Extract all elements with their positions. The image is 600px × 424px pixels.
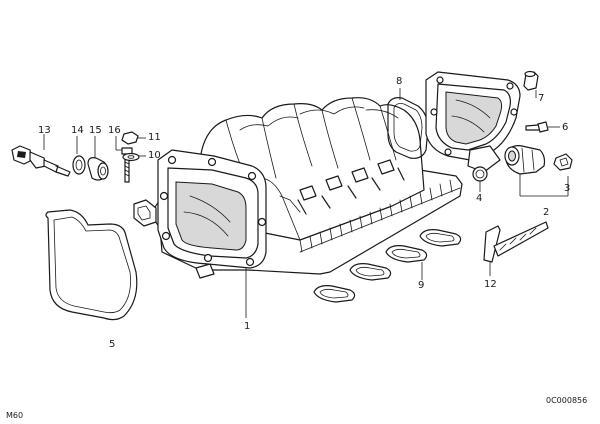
oring-part-4 bbox=[472, 166, 488, 192]
sensor-part-13 bbox=[11, 134, 71, 177]
diagram-code-right: 0C000856 bbox=[546, 396, 588, 405]
callout-15: 15 bbox=[89, 125, 102, 136]
bracket-part-12 bbox=[483, 221, 549, 276]
nut-part-11 bbox=[121, 131, 146, 145]
diagram-code-left: M60 bbox=[6, 411, 24, 420]
gasket-part-5 bbox=[45, 209, 138, 321]
bolt-part-16 bbox=[115, 136, 133, 183]
callout-4: 4 bbox=[476, 193, 483, 204]
screw-part-6 bbox=[525, 121, 560, 133]
callout-6: 6 bbox=[562, 122, 569, 133]
gasket-part-8 bbox=[387, 88, 429, 159]
washer-part-10 bbox=[122, 152, 146, 162]
callout-5: 5 bbox=[109, 339, 116, 350]
callout-2: 2 bbox=[543, 207, 550, 218]
elbow-part-2 bbox=[504, 145, 569, 197]
callout-3: 3 bbox=[564, 183, 571, 194]
throttle-adapter bbox=[425, 71, 521, 173]
cap-part-7 bbox=[523, 70, 539, 98]
bushing-part-15 bbox=[87, 136, 109, 181]
callout-1: 1 bbox=[244, 321, 251, 332]
callout-12: 12 bbox=[484, 279, 497, 290]
callout-16: 16 bbox=[108, 125, 121, 136]
callout-13: 13 bbox=[38, 125, 51, 136]
clip-part-3 bbox=[553, 153, 573, 171]
intake-manifold-part-1 bbox=[133, 97, 463, 318]
runner-gaskets-part-9 bbox=[313, 229, 462, 303]
oring-part-14 bbox=[72, 136, 86, 175]
callout-11: 11 bbox=[148, 132, 161, 143]
callout-9: 9 bbox=[418, 280, 425, 291]
callout-8: 8 bbox=[396, 76, 403, 87]
callout-10: 10 bbox=[148, 150, 161, 161]
callout-7: 7 bbox=[538, 93, 545, 104]
callout-14: 14 bbox=[71, 125, 84, 136]
